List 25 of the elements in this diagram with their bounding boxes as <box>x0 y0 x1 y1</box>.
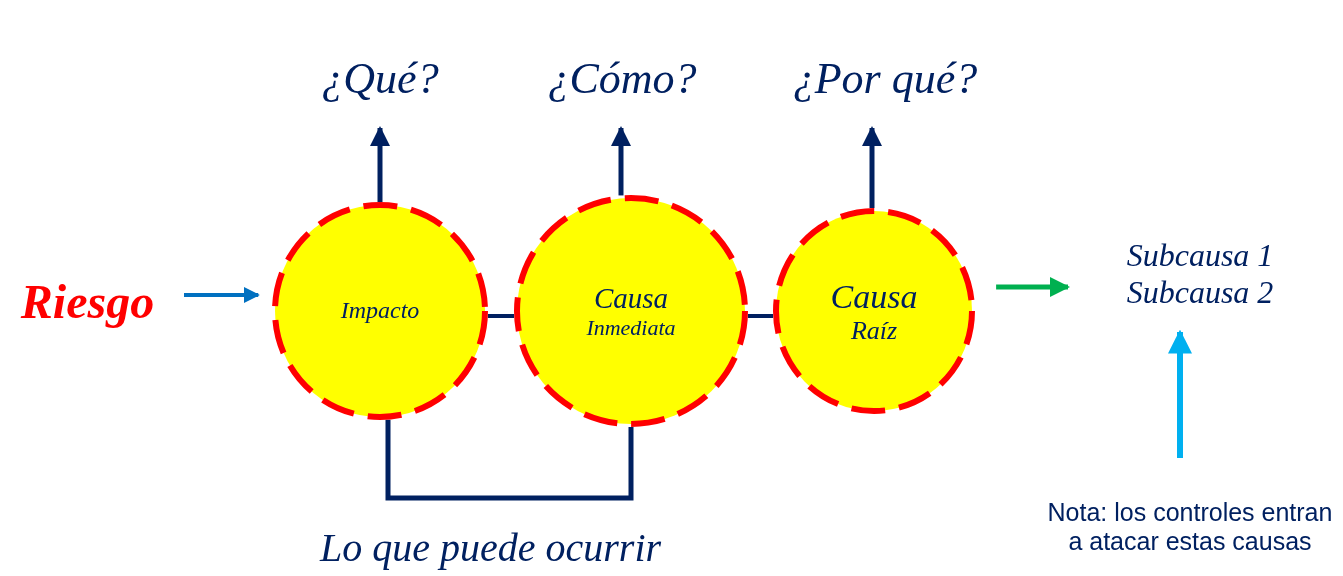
question-label: ¿Cómo? <box>547 53 697 105</box>
arrow <box>184 287 260 303</box>
subcause-label: Subcausa 2 <box>1126 274 1274 311</box>
bracket-caption: Lo que puede ocurrir <box>320 524 662 571</box>
arrow <box>611 126 631 196</box>
circle-label: Raíz <box>850 315 898 346</box>
arrow <box>1168 329 1192 458</box>
circle-label: Inmediata <box>586 315 676 341</box>
question-label: ¿Qué? <box>321 53 439 105</box>
arrow <box>370 126 390 202</box>
arrow <box>996 277 1070 297</box>
arrow <box>862 126 882 208</box>
dashed-circle <box>514 195 748 427</box>
connector-line <box>747 314 774 318</box>
circle-heading: Causa <box>593 281 669 315</box>
connector-line <box>385 419 634 501</box>
circle-heading: Causa <box>830 276 918 316</box>
note-text: Nota: los controles entran a atacar estas causas <box>1046 498 1334 556</box>
question-label: ¿Por qué? <box>792 53 978 105</box>
risk-title: Riesgo <box>20 274 155 330</box>
connector-line <box>487 314 515 318</box>
circle-label: Impacto <box>340 297 420 325</box>
dashed-circle <box>773 208 975 414</box>
dashed-circle <box>272 202 488 420</box>
subcause-label: Subcausa 1 <box>1126 237 1274 274</box>
